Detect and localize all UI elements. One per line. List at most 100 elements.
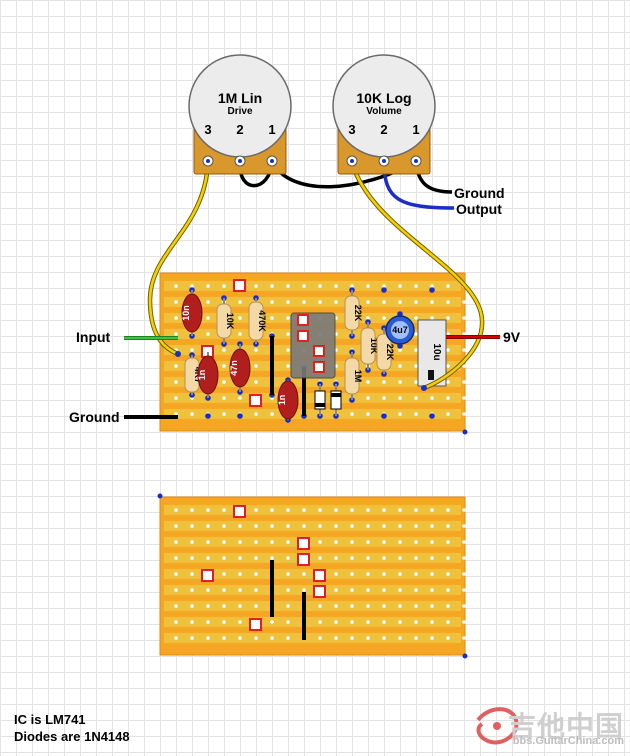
board-hole (430, 604, 434, 608)
diode-2 (330, 384, 342, 416)
capacitor-1n-a: 1n (197, 352, 219, 398)
board-hole (222, 604, 226, 608)
board-hole (222, 524, 226, 528)
board-hole (462, 588, 466, 592)
ic-chip (290, 312, 336, 379)
board-hole (462, 396, 466, 400)
board-hole (414, 348, 418, 352)
board-hole (366, 508, 370, 512)
pot-name: Drive (227, 106, 252, 117)
board-hole (382, 588, 386, 592)
component-label: 47n (229, 360, 239, 376)
board-hole (382, 604, 386, 608)
board-hole (318, 620, 322, 624)
board-hole (286, 348, 290, 352)
board-hole (430, 508, 434, 512)
board-hole (254, 380, 258, 384)
copper-strip (164, 601, 461, 611)
component-label: 22K (353, 305, 363, 322)
capacitor-47n: 47n (229, 344, 251, 392)
links-bottom (270, 560, 306, 640)
component-label: 10K (225, 313, 235, 330)
board-hole (398, 412, 402, 416)
board-hole (382, 396, 386, 400)
pot-value: 1M Lin (218, 90, 262, 106)
board-hole (382, 556, 386, 560)
track-cut (313, 569, 326, 582)
board-hole (174, 364, 178, 368)
board-hole (350, 620, 354, 624)
board-hole (446, 348, 450, 352)
board-hole (430, 316, 434, 320)
board-hole (318, 636, 322, 640)
board-hole (446, 588, 450, 592)
board-hole (414, 300, 418, 304)
board-hole (222, 412, 226, 416)
board-hole (430, 396, 434, 400)
board-hole (398, 396, 402, 400)
board-hole (334, 508, 338, 512)
board-hole (302, 508, 306, 512)
board-hole (382, 636, 386, 640)
board-hole (254, 364, 258, 368)
board-hole (462, 540, 466, 544)
board-hole (206, 556, 210, 560)
ground-left-label: Ground (69, 409, 120, 425)
track-cut (233, 279, 246, 292)
board-hole (206, 300, 210, 304)
board-hole (462, 604, 466, 608)
board-hole (350, 556, 354, 560)
board-hole (462, 348, 466, 352)
component-label: 1n (277, 395, 287, 406)
board-hole (174, 284, 178, 288)
board-hole (286, 636, 290, 640)
solder-point (429, 413, 435, 419)
board-hole (270, 508, 274, 512)
board-hole (446, 380, 450, 384)
track-cut (297, 537, 310, 550)
board-hole (350, 412, 354, 416)
board-hole (206, 540, 210, 544)
board-hole (350, 588, 354, 592)
board-hole (254, 524, 258, 528)
board-hole (398, 556, 402, 560)
board-hole (398, 284, 402, 288)
board-hole (174, 508, 178, 512)
board-hole (414, 572, 418, 576)
board-hole (334, 620, 338, 624)
board-hole (254, 588, 258, 592)
board-hole (430, 636, 434, 640)
board-hole (318, 300, 322, 304)
board-hole (318, 284, 322, 288)
diodes-note: Diodes are 1N4148 (14, 729, 130, 744)
board-hole (446, 540, 450, 544)
board-hole (222, 364, 226, 368)
board-hole (382, 508, 386, 512)
board-hole (398, 620, 402, 624)
board-hole (190, 572, 194, 576)
board-hole (430, 540, 434, 544)
board-hole (350, 540, 354, 544)
pot-pin-label: 3 (348, 122, 355, 137)
board-hole (254, 636, 258, 640)
board-hole (414, 316, 418, 320)
board-hole (238, 396, 242, 400)
board-hole (174, 300, 178, 304)
board-hole (334, 300, 338, 304)
board-hole (238, 604, 242, 608)
wire-endpoints (175, 351, 427, 391)
board-hole (414, 508, 418, 512)
board-hole (430, 556, 434, 560)
track-cuts-bottom (201, 505, 326, 631)
capacitor-1n-b: 1n (277, 380, 299, 420)
board-hole (270, 316, 274, 320)
board-hole (270, 636, 274, 640)
capacitor-10n: 10n (181, 290, 203, 336)
component-label: 10n (181, 305, 191, 321)
board-hole (462, 556, 466, 560)
board-hole (382, 524, 386, 528)
board-hole (286, 524, 290, 528)
board-hole (174, 540, 178, 544)
solder-point (237, 413, 243, 419)
board-hole (190, 508, 194, 512)
